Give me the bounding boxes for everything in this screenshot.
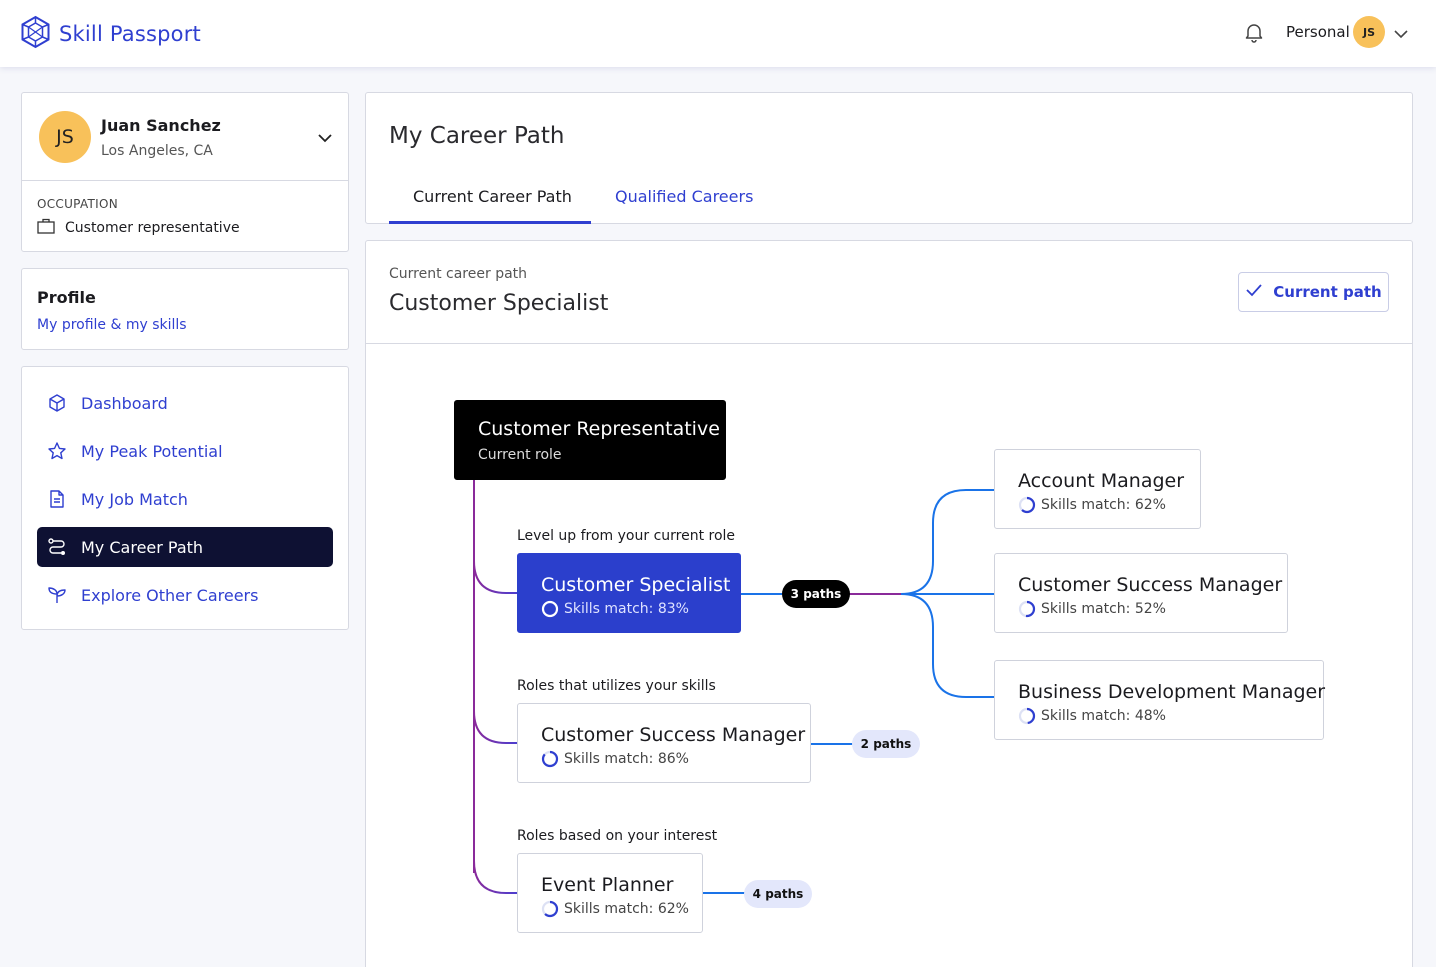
- career-connectors: [473, 480, 995, 894]
- top-bar: Skill Passport Personal JS: [0, 0, 1436, 67]
- sidebar-item-label: Dashboard: [81, 393, 168, 413]
- tab-current-career-path[interactable]: Current Career Path: [413, 187, 572, 206]
- role-node-customer-success-manager-next[interactable]: Customer Success Manager Skills match: 5…: [994, 553, 1288, 633]
- progress-ring-icon: [1018, 496, 1036, 514]
- skills-match: Skills match: 52%: [1018, 600, 1166, 618]
- role-title: Customer Representative: [478, 418, 720, 440]
- current-path-label: Current path: [1273, 283, 1382, 301]
- sidebar-item-label: My Job Match: [81, 489, 188, 509]
- group-label: Roles based on your interest: [517, 828, 718, 844]
- progress-ring-icon: [1018, 600, 1036, 618]
- page-title: My Career Path: [389, 123, 565, 149]
- group-label: Level up from your current role: [517, 528, 736, 544]
- sprout-icon: [47, 585, 67, 605]
- paths-badge[interactable]: 3 paths: [782, 580, 850, 608]
- career-path-title: Customer Specialist: [389, 291, 609, 316]
- role-subtitle: Current role: [478, 447, 562, 463]
- skills-match: Skills match: 48%: [1018, 707, 1166, 725]
- sidebar-item-label: Explore Other Careers: [81, 585, 259, 605]
- document-icon: [47, 489, 67, 509]
- account-type-label[interactable]: Personal: [1286, 23, 1350, 41]
- check-icon: [1245, 283, 1263, 301]
- skills-match: Skills match: 62%: [541, 900, 689, 918]
- role-title: Account Manager: [1018, 470, 1185, 492]
- sidebar-item-career-path[interactable]: My Career Path: [37, 527, 333, 567]
- occupation-row: Customer representative: [37, 218, 240, 238]
- skills-match-text: Skills match: 86%: [564, 751, 689, 767]
- skills-match-text: Skills match: 83%: [564, 601, 689, 617]
- user-summary[interactable]: JS Juan Sanchez Los Angeles, CA: [22, 93, 348, 181]
- role-title: Customer Success Manager: [541, 724, 806, 746]
- role-title: Business Development Manager: [1018, 681, 1326, 703]
- role-node-account-manager[interactable]: Account Manager Skills match: 62%: [994, 449, 1201, 529]
- briefcase-icon: [37, 218, 55, 238]
- skills-match-text: Skills match: 62%: [564, 901, 689, 917]
- current-path-button[interactable]: Current path: [1238, 272, 1389, 312]
- skills-match-text: Skills match: 48%: [1041, 708, 1166, 724]
- progress-ring-icon: [1018, 707, 1036, 725]
- divider: [366, 343, 1412, 344]
- current-role-node[interactable]: Customer Representative Current role: [454, 400, 726, 480]
- role-title: Event Planner: [541, 874, 674, 896]
- progress-ring-icon: [541, 750, 559, 768]
- profile-title: Profile: [37, 288, 96, 307]
- progress-ring-icon: [541, 600, 559, 618]
- profile-link[interactable]: My profile & my skills: [37, 317, 187, 333]
- skills-match: Skills match: 86%: [541, 750, 689, 768]
- user-name: Juan Sanchez: [101, 116, 221, 135]
- sidebar-item-explore-careers[interactable]: Explore Other Careers: [37, 575, 333, 615]
- sidebar-item-job-match[interactable]: My Job Match: [37, 479, 333, 519]
- progress-ring-icon: [541, 900, 559, 918]
- star-icon: [47, 441, 67, 461]
- sidebar-item-peak-potential[interactable]: My Peak Potential: [37, 431, 333, 471]
- profile-card: Profile My profile & my skills: [21, 268, 349, 350]
- career-path-panel: Current career path Customer Specialist …: [365, 240, 1413, 967]
- career-path-label: Current career path: [389, 266, 528, 282]
- logo-icon: [20, 15, 51, 53]
- role-node-customer-specialist[interactable]: Customer Specialist Skills match: 83%: [517, 553, 741, 633]
- occupation-label: OCCUPATION: [37, 197, 119, 211]
- tab-qualified-careers[interactable]: Qualified Careers: [615, 187, 754, 206]
- chevron-down-icon[interactable]: [1393, 25, 1409, 44]
- group-label: Roles that utilizes your skills: [517, 678, 716, 694]
- user-avatar: JS: [39, 111, 91, 163]
- active-tab-indicator: [389, 221, 591, 224]
- skills-match-text: Skills match: 52%: [1041, 601, 1166, 617]
- user-location: Los Angeles, CA: [101, 143, 213, 159]
- avatar[interactable]: JS: [1353, 16, 1385, 48]
- skills-match: Skills match: 62%: [1018, 496, 1166, 514]
- occupation-value: Customer representative: [65, 220, 240, 236]
- cube-icon: [47, 393, 67, 413]
- role-title: Customer Success Manager: [1018, 574, 1283, 596]
- role-node-event-planner[interactable]: Event Planner Skills match: 62%: [517, 853, 703, 933]
- paths-badge[interactable]: 2 paths: [852, 730, 920, 758]
- sidebar-item-label: My Career Path: [81, 537, 204, 557]
- sidebar-item-label: My Peak Potential: [81, 441, 223, 461]
- paths-badge[interactable]: 4 paths: [744, 880, 812, 908]
- path-icon: [47, 537, 67, 557]
- user-card: JS Juan Sanchez Los Angeles, CA OCCUPATI…: [21, 92, 349, 252]
- page-header: My Career Path Current Career Path Quali…: [365, 92, 1413, 224]
- sidebar-item-dashboard[interactable]: Dashboard: [37, 383, 333, 423]
- skills-match: Skills match: 83%: [541, 600, 689, 618]
- app-name: Skill Passport: [59, 22, 201, 46]
- role-node-business-development-manager[interactable]: Business Development Manager Skills matc…: [994, 660, 1326, 740]
- sidebar-nav: Dashboard My Peak Potential My Job Match…: [21, 366, 349, 630]
- role-title: Customer Specialist: [541, 574, 731, 596]
- role-node-customer-success-manager[interactable]: Customer Success Manager Skills match: 8…: [517, 703, 811, 783]
- bell-icon[interactable]: [1243, 21, 1265, 47]
- chevron-down-icon[interactable]: [317, 129, 333, 148]
- skills-match-text: Skills match: 62%: [1041, 497, 1166, 513]
- app-logo[interactable]: Skill Passport: [20, 15, 201, 53]
